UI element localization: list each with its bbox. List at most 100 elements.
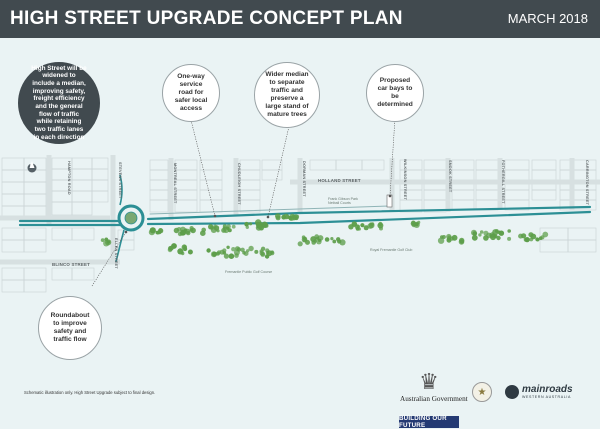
tree (478, 233, 482, 237)
coat-of-arms-icon: ♛ (419, 369, 439, 394)
tree (494, 229, 499, 233)
tree (148, 229, 155, 236)
header-banner: HIGH STREET UPGRADE CONCEPT PLAN MARCH 2… (0, 0, 600, 38)
tree (507, 236, 512, 241)
building-our-future-badge: BUILDING OUR FUTURE (399, 415, 459, 429)
tree (336, 237, 341, 242)
label-snook-street: SNOOK STREET (448, 160, 452, 193)
tree (257, 221, 264, 228)
tree (223, 253, 229, 259)
tree (535, 237, 540, 242)
tree (314, 234, 320, 240)
tree (243, 251, 249, 256)
page-title: HIGH STREET UPGRADE CONCEPT PLAN (10, 8, 403, 29)
callout-roundabout: Roundabout to improve safety and traffic… (38, 296, 102, 360)
tree (285, 214, 290, 220)
tree (540, 235, 545, 240)
tree (459, 239, 464, 244)
leader-lines (91, 117, 396, 287)
tree (248, 245, 254, 252)
tree (222, 226, 226, 230)
tree (181, 251, 185, 256)
callout-service-road: One-way service road for safer local acc… (162, 64, 220, 122)
tree (219, 249, 225, 255)
tree (413, 221, 420, 228)
tree (215, 251, 220, 256)
tree (211, 251, 217, 257)
tree (489, 232, 496, 238)
tree (360, 223, 365, 228)
tree (169, 245, 174, 251)
tree (100, 238, 105, 243)
callout-car-bays: Proposed car bays to be determined (366, 64, 424, 122)
australian-government-label: Australian Government (400, 395, 468, 403)
tree (231, 247, 236, 252)
tree (297, 241, 303, 247)
tree (496, 235, 501, 241)
tree (281, 214, 287, 220)
label-holland-street: HOLLAND STREET (318, 178, 361, 183)
callout-median: Wider median to separate traffic and pre… (254, 62, 320, 128)
mainroads-wordmark: mainroads (522, 384, 573, 395)
tree (270, 251, 275, 256)
mainroads-subtitle: WESTERN AUSTRALIA (522, 395, 571, 399)
tree (187, 249, 193, 255)
tree (437, 237, 445, 244)
tree (213, 224, 217, 228)
tree (446, 237, 451, 241)
roundabout (115, 174, 145, 263)
tree (330, 237, 334, 241)
tree (356, 224, 360, 229)
tree (316, 238, 322, 245)
tree (234, 253, 239, 258)
tree (235, 246, 240, 252)
leader-line-dots (124, 194, 392, 234)
tree (228, 253, 235, 259)
tree (472, 231, 478, 236)
tree (378, 221, 383, 227)
callout-widening: High Street will be widened to include a… (18, 62, 100, 144)
tree (185, 230, 191, 236)
label-fothergill-street: FOTHERGILL STREET (501, 160, 505, 204)
label-chudleigh-street: CHUDLEIGH STREET (237, 163, 241, 205)
tree (206, 248, 211, 253)
label-carrington-street: CARRINGTON STREET (585, 160, 589, 206)
tree (249, 222, 253, 226)
tree (231, 224, 236, 229)
label-dorman-street: DORMAN STREET (302, 161, 306, 197)
tree (275, 213, 281, 219)
label-frank-gibson-park: Frank Gibson Park Netball Courts (328, 197, 358, 206)
label-montreal-street: MONTREAL STREET (173, 163, 177, 204)
tree-canopy (100, 213, 549, 259)
tree (240, 247, 245, 252)
tree (259, 250, 265, 256)
tree (524, 237, 530, 243)
label-blinco-street: BLINCO STREET (52, 262, 90, 267)
tree (289, 213, 295, 219)
residential-lots (1, 157, 597, 293)
tree (209, 225, 214, 230)
tree (104, 237, 109, 242)
concept-plan-map: N High Street will be widened to include… (0, 38, 600, 429)
tree (479, 230, 484, 234)
tree (158, 228, 164, 234)
tree (368, 222, 375, 229)
tree (332, 239, 337, 244)
tree (244, 221, 249, 227)
label-ellen-street: ELLEN STREET (114, 238, 118, 269)
tree (226, 245, 230, 249)
high-street (18, 205, 592, 227)
tree (265, 248, 270, 253)
tree (471, 234, 478, 241)
tree (521, 233, 527, 239)
tree (483, 230, 489, 236)
compass-north-arrow (27, 161, 37, 173)
disclaimer-text: Schematic illustration only. High Street… (24, 390, 156, 395)
tree (173, 227, 180, 234)
tree (348, 224, 354, 230)
tree (324, 237, 330, 242)
tree (216, 229, 220, 233)
tree (379, 226, 383, 231)
australian-government-logo: ♛ Australian Government (400, 369, 468, 404)
tree (180, 229, 187, 236)
